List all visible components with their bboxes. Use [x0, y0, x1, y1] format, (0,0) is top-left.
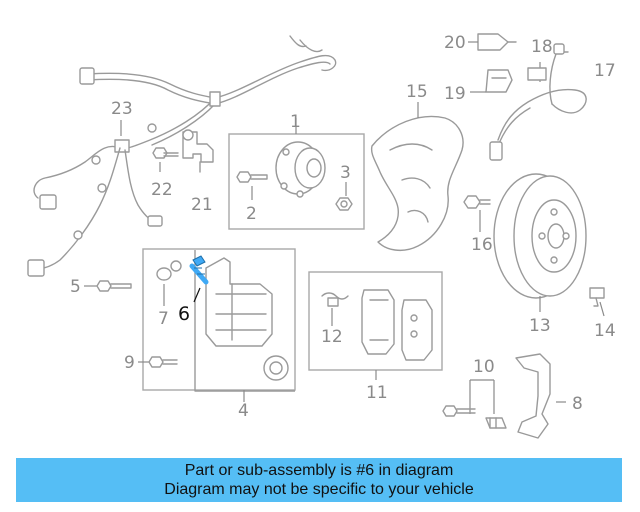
part-label-3[interactable]: 3 — [340, 163, 351, 183]
part-label-2[interactable]: 2 — [246, 204, 257, 224]
part-label-21[interactable]: 21 — [191, 195, 213, 215]
part-label-15[interactable]: 15 — [406, 82, 428, 102]
bolt-5 — [84, 280, 132, 292]
part-label-4[interactable]: 4 — [238, 401, 249, 421]
brake-disc — [493, 173, 587, 312]
part-label-7[interactable]: 7 — [158, 309, 169, 329]
wheel-hub — [275, 141, 326, 198]
part-label-20[interactable]: 20 — [444, 33, 466, 53]
info-bar: Part or sub-assembly is #6 in diagram Di… — [16, 458, 622, 502]
part-label-5[interactable]: 5 — [70, 277, 81, 297]
part-label-14[interactable]: 14 — [594, 321, 616, 341]
part-label-6[interactable]: 6 — [178, 303, 190, 325]
part-label-12[interactable]: 12 — [321, 327, 343, 347]
info-line-2: Diagram may not be specific to your vehi… — [164, 481, 474, 498]
part-label-8[interactable]: 8 — [572, 394, 583, 414]
part-label-10[interactable]: 10 — [473, 357, 495, 377]
caliper-carrier — [515, 353, 566, 439]
part-label-16[interactable]: 16 — [471, 235, 493, 255]
part-label-1[interactable]: 1 — [290, 112, 301, 132]
part-label-23[interactable]: 23 — [111, 99, 133, 119]
wear-sensor-12 — [321, 292, 349, 326]
bracket-19 — [470, 69, 513, 93]
part-label-9[interactable]: 9 — [124, 353, 135, 373]
brake-pads — [361, 289, 433, 361]
part-label-17[interactable]: 17 — [594, 61, 616, 81]
brake-caliper — [205, 257, 289, 381]
nut-3 — [335, 182, 353, 211]
bolt-16 — [463, 195, 491, 232]
bleeder-valve-6 — [189, 255, 209, 303]
dust-cap-7 — [156, 260, 182, 306]
bolt-2 — [236, 171, 268, 200]
part-label-19[interactable]: 19 — [444, 84, 466, 104]
part-label-13[interactable]: 13 — [529, 316, 551, 336]
bolt-22 — [152, 147, 179, 172]
info-line-1: Part or sub-assembly is #6 in diagram — [184, 462, 454, 479]
screw-14 — [589, 287, 605, 317]
part-label-22[interactable]: 22 — [151, 180, 173, 200]
splash-shield — [370, 102, 464, 252]
clip-20 — [468, 33, 517, 51]
guide-bolts-10 — [442, 379, 507, 429]
speed-sensor-21 — [182, 129, 214, 173]
part-label-18[interactable]: 18 — [531, 37, 553, 57]
brake-wear-sensor-17 — [489, 43, 587, 161]
part-label-11[interactable]: 11 — [366, 383, 388, 403]
wiring-harness — [27, 35, 337, 277]
part-labels: 1 2 3 4 5 6 7 8 9 10 11 12 13 14 15 16 1… — [70, 33, 616, 421]
bolt-9 — [138, 356, 178, 368]
